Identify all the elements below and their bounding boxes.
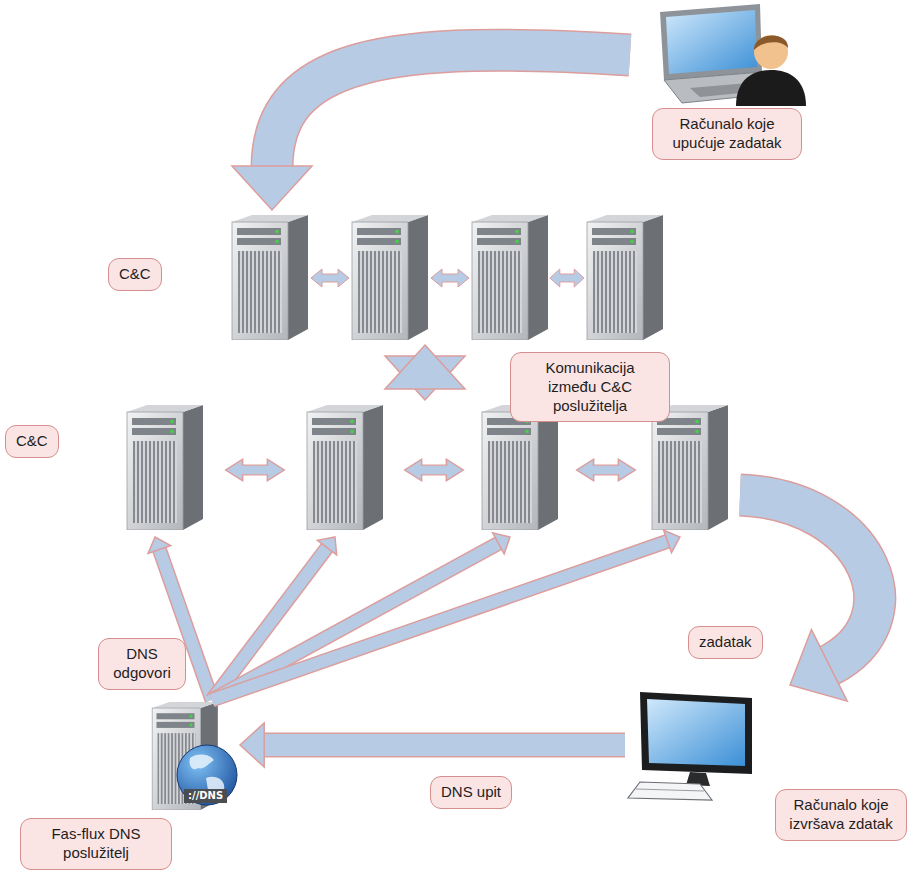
cc-servers-top: [232, 215, 663, 340]
arrow-body: [262, 734, 625, 756]
user-icon: [736, 35, 806, 106]
label-box: Fas-flux DNS poslužitelj: [20, 818, 172, 870]
flow-arrow: [148, 530, 680, 700]
edge-label: zadatak: [688, 626, 763, 659]
label-box: C&C: [5, 425, 59, 458]
arrow-outline: [262, 733, 625, 758]
arrow-head: [664, 530, 680, 553]
edge-label: Komunikacija između C&C poslužitelja: [510, 352, 670, 422]
server-group: Računalo koje izvršava zdatak: [625, 685, 910, 863]
server-group: C&C: [100, 210, 670, 345]
arrow-body: [272, 50, 630, 168]
flow-arrow: [740, 495, 875, 701]
arrow-head: [232, 166, 312, 210]
dns-server-icon: [152, 702, 237, 810]
desktop-computer-icon: [628, 692, 752, 800]
label-box: Računalo koje izvršava zdatak: [775, 789, 907, 841]
server-group: Računalo koje upućuje zadatak: [630, 0, 810, 180]
flow-arrow: [232, 50, 630, 210]
arrow-head: [790, 630, 847, 702]
cc-servers-bottom: [127, 405, 728, 530]
arrow-outline: [212, 541, 669, 700]
arrow-body: [212, 541, 669, 700]
label-box: C&C: [108, 258, 162, 291]
label-box: Računalo koje upućuje zadatak: [652, 108, 802, 160]
arrow-head: [493, 533, 510, 554]
flow-arrow: [240, 723, 625, 767]
flow-arrow: [385, 345, 465, 400]
arrow-outline: [272, 50, 630, 168]
arrow-head: [148, 537, 171, 553]
edge-label: DNS upit: [430, 776, 512, 809]
arrow-head: [317, 537, 336, 555]
dns-badge: ://DNS: [184, 789, 227, 803]
arrow-head: [240, 723, 264, 767]
arrow-head: [385, 345, 465, 389]
edge-label: DNS odgovori: [98, 638, 186, 690]
